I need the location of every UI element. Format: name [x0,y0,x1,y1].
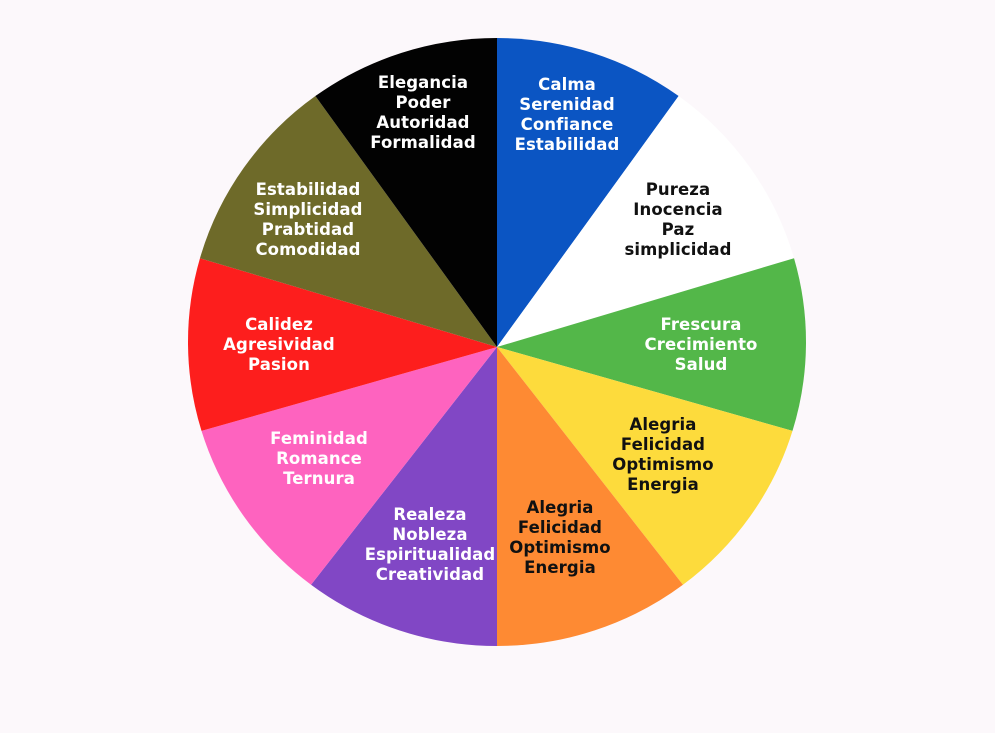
slice-purple [311,347,497,646]
slice-blue [497,38,679,347]
slice-yellow [497,347,793,585]
slice-label-line: Formalidad [370,133,476,152]
slice-orange [497,347,683,646]
slice-label-line: Frescura [660,315,742,334]
slice-label-line: Feminidad [270,429,368,448]
slice-pink [201,347,497,585]
slice-black [315,38,497,347]
slice-label-line: Confiance [520,115,614,134]
slice-label-line: Comodidad [255,240,361,259]
slice-label-line: Crecimiento [644,335,758,354]
slice-label-line: Optimismo [509,538,611,557]
slice-label-line: Autoridad [376,113,470,132]
slice-label-line: Pasion [248,355,310,374]
slice-label-line: Energia [627,475,699,494]
slice-label-line: Espiritualidad [364,545,496,564]
slice-label-line: Pureza [645,180,711,199]
slice-label-line: Paz [661,220,695,239]
slice-label-line: Prabtidad [261,220,355,239]
slice-label-line: Alegria [526,498,594,517]
slice-label-line: Nobleza [392,525,468,544]
slice-label-line: Alegria [629,415,697,434]
slice-label-line: Felicidad [620,435,706,454]
slice-label-line: Inocencia [633,200,723,219]
slice-label-line: Creatividad [375,565,485,584]
slice-label-line: Simplicidad [253,200,363,219]
slice-label-line: Felicidad [517,518,603,537]
slice-white [497,96,795,347]
slice-red [188,258,498,431]
slice-label-line: Calidez [245,315,313,334]
slice-label-line: Agresividad [223,335,335,354]
slice-label-line: Romance [276,449,362,468]
slice-olive [199,96,497,347]
slice-label-line: Optimismo [612,455,714,474]
slice-label-line: Ternura [283,469,355,488]
slice-label-line: Calma [538,75,596,94]
slice-label-line: Poder [395,93,451,112]
slice-label-line: Salud [674,355,728,374]
slice-label-line: Estabilidad [514,135,620,154]
slice-green [497,258,806,431]
slice-label-line: Estabilidad [255,180,361,199]
slice-label-line: Elegancia [377,73,469,92]
slice-label-line: Realeza [393,505,467,524]
slice-label-line: Energia [524,558,596,577]
slice-label-line: simplicidad [624,240,732,259]
slice-label-line: Serenidad [519,95,615,114]
